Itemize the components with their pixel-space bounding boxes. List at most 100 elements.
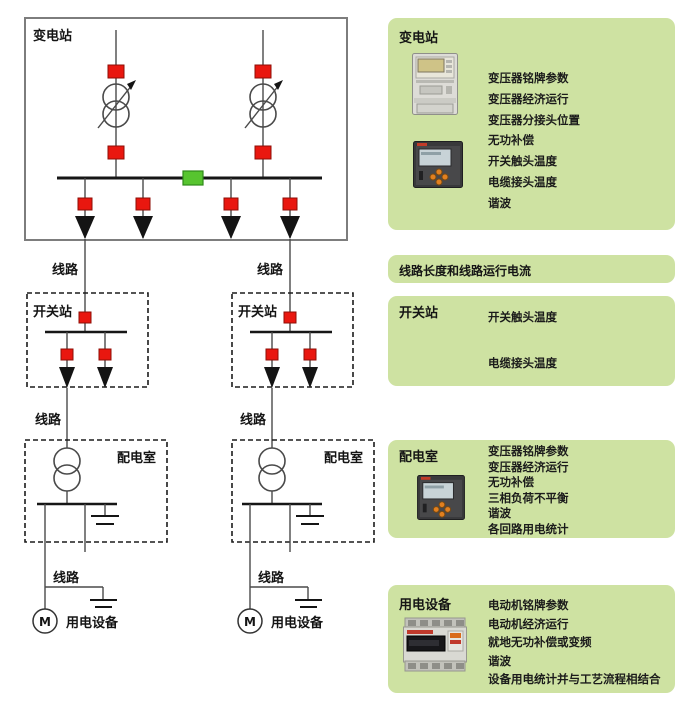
breaker-icon (254, 64, 272, 79)
line-label: 线路 (240, 412, 267, 428)
transformer-icon (249, 83, 277, 111)
din-rail-meter-image (403, 617, 467, 672)
breaker-icon (254, 145, 272, 160)
line-label: 线路 (258, 570, 285, 586)
breaker-icon (265, 348, 279, 361)
breaker-icon (303, 348, 317, 361)
panel-item: 就地无功补偿或变频 (488, 635, 592, 650)
line-label: 线路 (257, 262, 284, 278)
feeder-arrow-icon (221, 216, 241, 239)
bus-coupler-icon (182, 170, 204, 186)
feeder-arrow-icon (59, 367, 75, 388)
panel-item-list: 变压器铭牌参数变压器经济运行无功补偿三相负荷不平衡谐波各回路用电统计 (488, 444, 569, 538)
single-line-diagram: 变电站 (24, 17, 375, 634)
capacitor-icon (296, 504, 324, 525)
switch-station-label: 开关站 (33, 304, 72, 320)
tap-changer-arrow-icon (244, 84, 280, 129)
switch-station-section: 开关站 (26, 292, 149, 388)
feeder (75, 178, 95, 239)
line-label: 线路 (35, 412, 62, 428)
panel-load-equipment: 用电设备 电动机铭牌参数电动机经济运行就地无功补偿或变频谐波设备用电统计并与工艺… (388, 585, 675, 693)
switch-station-section: 开关站 (231, 292, 354, 388)
distribution-room-label: 配电室 (324, 450, 363, 466)
transformer-icon (258, 447, 286, 475)
substation-label: 变电站 (33, 28, 72, 44)
capacitor-icon (295, 587, 322, 608)
feeder (221, 178, 241, 239)
switch-station-box (26, 292, 149, 388)
substation-box (24, 17, 348, 241)
feeder-arrow-icon (302, 367, 318, 388)
panel-item: 电动机铭牌参数 (488, 598, 569, 612)
panel-item: 电缆接头温度 (488, 174, 557, 189)
panel-item: 开关触头温度 (488, 154, 557, 169)
breaker-icon (283, 311, 297, 324)
load-branch: M 用电设备 (32, 586, 119, 634)
breaker-icon (282, 197, 298, 211)
breaker-icon (135, 197, 151, 211)
feeder-arrow-icon (264, 367, 280, 388)
line-label: 线路 (53, 570, 80, 586)
capacitor-icon (91, 504, 119, 525)
breaker-icon (77, 197, 93, 211)
distribution-room-box (24, 439, 168, 543)
panel-meter-image (417, 475, 465, 520)
load-branch: M 用电设备 (237, 586, 324, 634)
panel-item: 电缆接头温度 (488, 356, 557, 370)
panel-meter-image (413, 141, 463, 188)
panel-item: 三相负荷不平衡 (488, 490, 569, 505)
panel-item-list: 开关触头温度电缆接头温度 (488, 306, 557, 398)
feeder (133, 178, 153, 239)
feeder-arrow-icon (280, 216, 300, 239)
motor-icon (32, 608, 58, 634)
panel-item: 设备用电统计并与工艺流程相结合 (488, 672, 661, 687)
distribution-room-section: 配电室 (231, 439, 375, 609)
line-info-text: 线路长度和线路运行电流 (399, 264, 532, 278)
motor-label: M (39, 615, 51, 629)
breaker-icon (78, 311, 92, 324)
panel-item: 谐波 (488, 195, 511, 210)
capacitor-icon (90, 587, 117, 608)
switch-station-label: 开关站 (238, 304, 277, 320)
tap-changer-arrow-icon (97, 84, 133, 129)
panel-item: 开关触头温度 (488, 310, 557, 324)
breaker-icon (223, 197, 239, 211)
panel-item: 变压器分接头位置 (488, 112, 580, 127)
panel-item-list: 电动机铭牌参数电动机经济运行就地无功补偿或变频谐波设备用电统计并与工艺流程相结合 (488, 596, 661, 689)
panel-title: 开关站 (399, 306, 439, 321)
transformer-branch (244, 30, 283, 178)
panel-title: 配电室 (399, 450, 439, 465)
panel-line-info: 线路长度和线路运行电流 (388, 255, 675, 283)
transformer-icon (102, 83, 130, 111)
panel-item: 无功补偿 (488, 475, 534, 490)
panel-substation: 变电站 变压器铭牌参数变压器经济运行变压器分接头位置无功补 (388, 18, 675, 230)
breaker-icon (107, 64, 125, 79)
panel-item: 变压器经济运行 (488, 459, 569, 474)
feeder-arrow-icon (133, 216, 153, 239)
panel-distribution-room: 配电室 变压器铭牌参数变压器经济运行无功补偿三相负荷不平衡谐波各回路用电统计 (388, 440, 675, 538)
feeder-arrow-icon (97, 367, 113, 388)
panel-item: 变压器经济运行 (488, 91, 569, 106)
panel-item: 各回路用电统计 (488, 521, 569, 536)
panel-item-list: 变压器铭牌参数变压器经济运行变压器分接头位置无功补偿开关触头温度电缆接头温度谐波 (488, 68, 580, 214)
feeder (280, 178, 300, 239)
breaker-icon (60, 348, 74, 361)
distribution-room-box (231, 439, 375, 543)
distribution-room-section: 配电室 (24, 439, 168, 609)
panel-switch-station: 开关站 开关触头温度电缆接头温度 (388, 296, 675, 386)
switch-station-box (231, 292, 354, 388)
panel-item: 无功补偿 (488, 133, 534, 148)
panel-title: 用电设备 (399, 598, 452, 613)
substation-section: 变电站 (24, 17, 348, 241)
feeder-arrow-icon (75, 216, 95, 239)
motor-icon (237, 608, 263, 634)
panel-item: 变压器铭牌参数 (488, 71, 569, 85)
breaker-icon (107, 145, 125, 160)
transformer-icon (53, 447, 81, 475)
distribution-room-label: 配电室 (117, 450, 156, 466)
line-label: 线路 (52, 262, 79, 278)
panel-title: 变电站 (399, 31, 439, 46)
load-equipment-label: 用电设备 (65, 615, 119, 631)
motor-label: M (244, 615, 256, 629)
